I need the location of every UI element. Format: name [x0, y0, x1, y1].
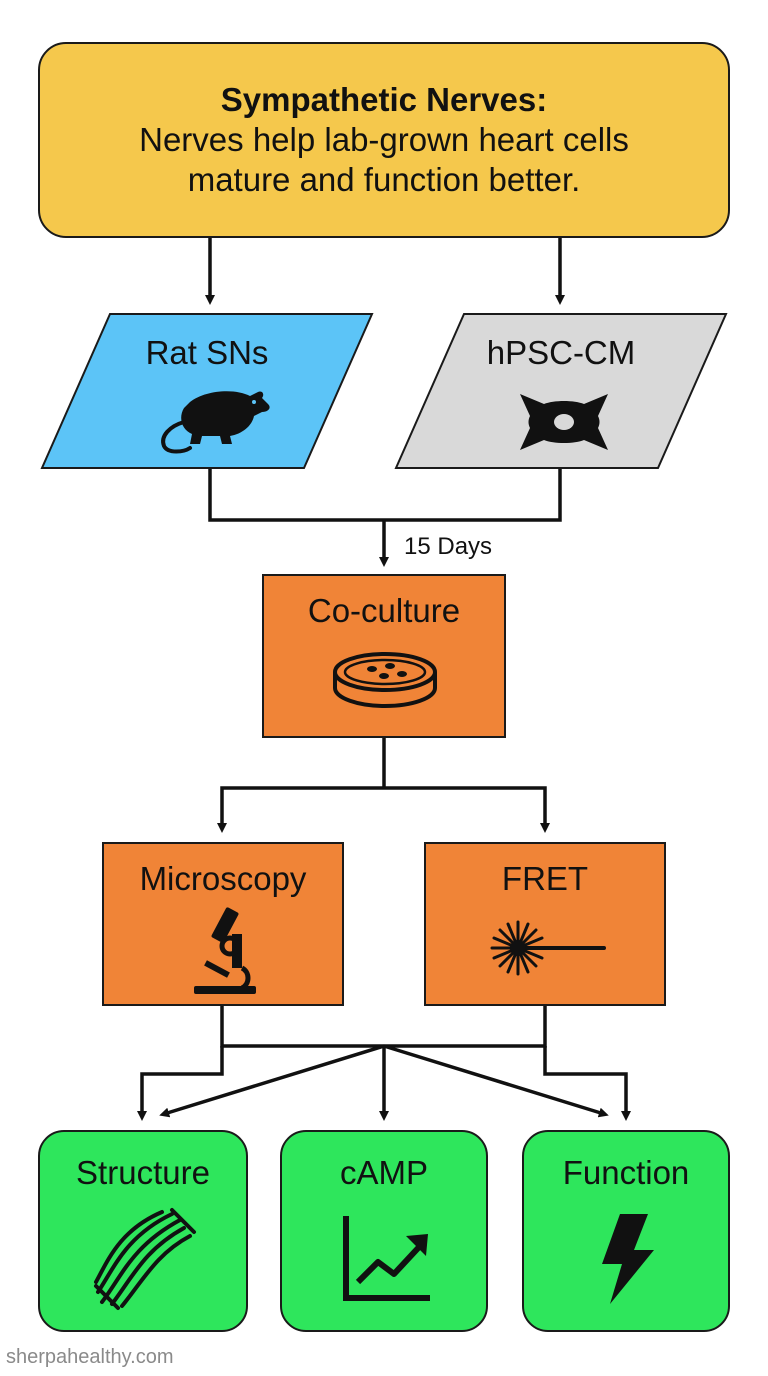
- arrow-diag-to-function: [383, 1044, 609, 1118]
- rat-icon: [161, 391, 270, 454]
- split-to-microscopy: [217, 786, 384, 833]
- function-node: Function: [522, 1130, 730, 1332]
- rat-sns-label: Rat SNs: [145, 334, 269, 371]
- coculture-label: Co-culture: [307, 592, 461, 629]
- hpsc-cm-label: hPSC-CM: [486, 334, 636, 371]
- header-box: Sympathetic Nerves: Nerves help lab-grow…: [38, 42, 730, 238]
- microscopy-node: Microscopy: [102, 842, 344, 1006]
- fret-node: FRET: [424, 842, 666, 1006]
- rising-chart-icon: [343, 1216, 430, 1301]
- hpsc-cm-node: hPSC-CM: [394, 312, 728, 470]
- arrow-right-to-function: [543, 1046, 631, 1121]
- arrow-left-to-structure: [137, 1046, 224, 1121]
- watermark: sherpahealthy.com: [6, 1346, 174, 1368]
- muscle-fiber-icon: [94, 1208, 196, 1310]
- function-label: Function: [562, 1154, 690, 1191]
- fret-label: FRET: [501, 860, 589, 897]
- structure-node: Structure: [38, 1130, 248, 1332]
- camp-node: cAMP: [280, 1130, 488, 1332]
- arrow-diag-to-structure: [159, 1044, 385, 1118]
- duration-label: 15 Days: [404, 533, 493, 560]
- cardiomyocyte-icon: [520, 394, 608, 450]
- split-to-fret: [384, 786, 550, 833]
- rat-sns-shape: [40, 313, 374, 469]
- header-subtitle-line2: mature and function better.: [187, 161, 581, 198]
- header-title: Sympathetic Nerves:: [220, 81, 548, 118]
- petri-dish-icon: [333, 652, 437, 709]
- laser-icon: [490, 920, 606, 976]
- microscopy-down-line: [220, 1004, 547, 1048]
- microscopy-label: Microscopy: [139, 860, 307, 897]
- header-subtitle-line1: Nerves help lab-grown heart cells: [139, 121, 629, 158]
- structure-label: Structure: [76, 1154, 210, 1191]
- rat-sns-node: Rat SNs: [40, 312, 374, 470]
- lightning-icon: [602, 1214, 654, 1304]
- microscope-icon: [194, 907, 256, 994]
- hpsc-cm-shape: [394, 313, 728, 469]
- camp-label: cAMP: [339, 1154, 428, 1191]
- coculture-node: Co-culture: [262, 574, 506, 738]
- merge-inputs-line: [208, 468, 562, 522]
